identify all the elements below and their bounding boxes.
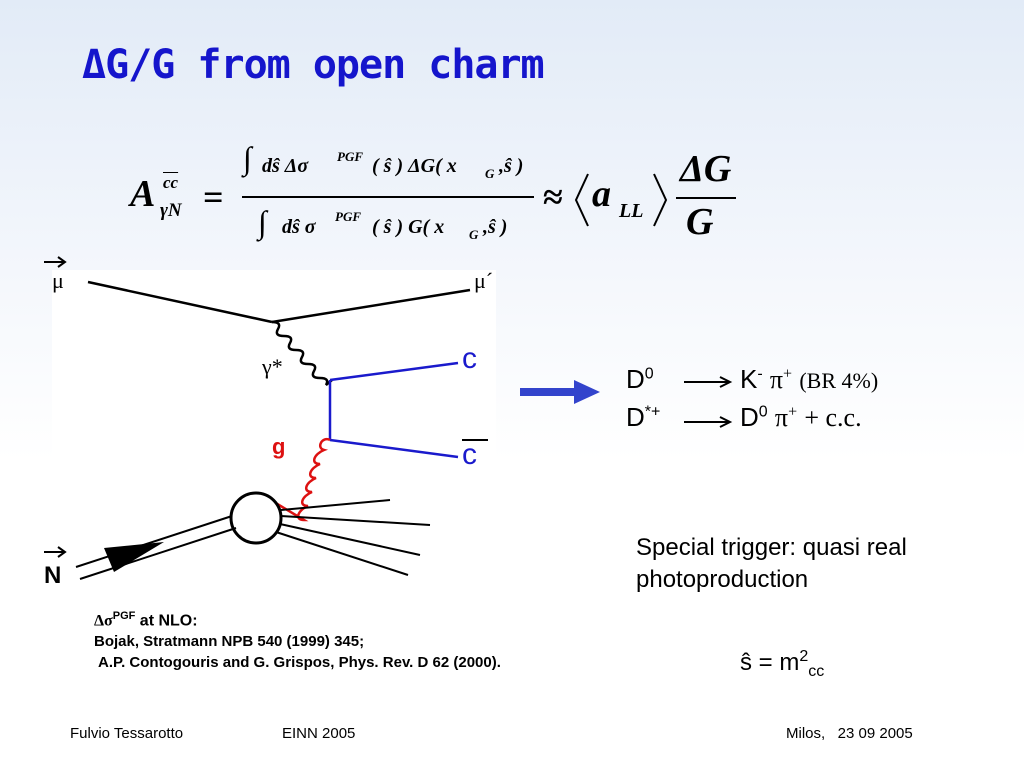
mu-out-label: μ´ xyxy=(474,268,494,293)
denominator-tail: ,ŝ ) xyxy=(483,216,508,238)
decay-1-particle-sup: 0 xyxy=(644,365,654,383)
footer-place-date: Milos, 23 09 2005 xyxy=(786,725,913,742)
decay-2-product-2: π xyxy=(774,403,789,432)
decay-1-particle: D xyxy=(626,364,645,394)
numerator-tail: ,ŝ ) xyxy=(499,155,524,177)
decay-line-2: D*+ xyxy=(626,402,660,433)
formula-lhs-sub: γN xyxy=(160,200,182,221)
angle-brackets xyxy=(574,173,668,227)
numerator-sup: PGF xyxy=(337,149,363,164)
nucleon-blob xyxy=(229,491,283,545)
decay-line-2-products: D0 π+ + c.c. xyxy=(740,402,862,433)
decay-1-product-1-sup: - xyxy=(757,365,763,383)
rhs-fraction-bar xyxy=(676,197,736,199)
references-heading-sup: PGF xyxy=(112,610,136,622)
shat-relation: ŝ = m2cc xyxy=(740,648,824,681)
formula-lhs-a: A xyxy=(130,173,156,215)
denominator-integral: ∫ xyxy=(258,204,267,240)
formula-approx: ≈ xyxy=(543,177,563,217)
trigger-line-2: photoproduction xyxy=(636,566,809,593)
references: ΔσPGF at NLO: Bojak, Stratmann NPB 540 (… xyxy=(94,610,501,671)
shat-sub: cc xyxy=(808,662,825,680)
nucleon-arrow xyxy=(104,542,164,572)
slide-title: ΔG/G from open charm xyxy=(82,42,545,88)
numerator-integral: ∫ xyxy=(243,140,252,176)
footer-author: Fulvio Tessarotto xyxy=(70,725,184,742)
decay-1-product-1: K xyxy=(740,364,758,394)
denominator-sup: PGF xyxy=(335,209,361,224)
charm-label: c xyxy=(462,342,477,375)
trigger-note: Special trigger: quasi real photoproduct… xyxy=(636,532,907,596)
references-heading-rest: at NLO: xyxy=(135,612,198,630)
decay-line-1-products: K- π+ (BR 4%) xyxy=(740,364,878,395)
decay-line-1: D0 xyxy=(626,364,654,395)
nucleon-label: N xyxy=(44,562,62,589)
references-heading: ΔσPGF at NLO: xyxy=(94,610,501,630)
decay-2-product-2-sup: + xyxy=(788,403,798,421)
references-heading-sym: Δσ xyxy=(94,612,113,630)
anticharm-line xyxy=(329,438,459,459)
shat-sup: 2 xyxy=(799,648,809,665)
gamma-label: γ* xyxy=(262,354,283,379)
rhs-denominator: G xyxy=(686,201,714,243)
decay-1-product-2-sup: + xyxy=(783,365,793,383)
footer-conference: EINN 2005 xyxy=(282,725,356,742)
shat-lhs: ŝ = m xyxy=(740,649,800,676)
formula-lhs-sup: cc xyxy=(163,173,179,192)
denominator-text: dŝ σ xyxy=(282,216,316,238)
muon-in-line xyxy=(87,280,273,324)
denominator-rest: ( ŝ ) G( x xyxy=(372,216,445,238)
gluon-label: g xyxy=(272,434,286,459)
reference-2: A.P. Contogouris and G. Grispos, Phys. R… xyxy=(98,654,501,672)
gluon-line xyxy=(263,437,331,522)
anticharm-label: c xyxy=(462,438,477,471)
blue-arrow-head xyxy=(574,380,600,404)
photon-line xyxy=(271,320,333,386)
charm-line xyxy=(329,361,459,382)
formula-a-sub: LL xyxy=(619,200,644,222)
decay-2-product-1-sup: 0 xyxy=(758,403,768,421)
muon-out-line xyxy=(271,288,471,324)
denominator-sub: G xyxy=(469,227,479,242)
decay-2-particle-sup: *+ xyxy=(644,403,661,421)
reference-1: Bojak, Stratmann NPB 540 (1999) 345; xyxy=(94,633,365,651)
decay-2-product-1: D xyxy=(740,402,759,432)
formula-equals: = xyxy=(203,177,224,217)
fraction-bar xyxy=(242,196,534,198)
numerator-sub: G xyxy=(485,166,495,181)
numerator-rest: ( ŝ ) ΔG( x xyxy=(372,155,457,177)
numerator-text: dŝ Δσ xyxy=(262,155,309,177)
decay-1-product-2: π xyxy=(769,365,784,394)
decay-1-br: (BR 4%) xyxy=(799,368,879,393)
mu-in-label: μ xyxy=(52,268,64,293)
decay-2-cc: + c.c. xyxy=(804,403,862,432)
rhs-numerator: ΔG xyxy=(680,148,732,190)
remnant-line-1 xyxy=(280,499,391,511)
decay-2-particle: D xyxy=(626,402,645,432)
trigger-line-1: Special trigger: quasi real xyxy=(636,534,907,561)
formula-a: a xyxy=(592,173,611,215)
